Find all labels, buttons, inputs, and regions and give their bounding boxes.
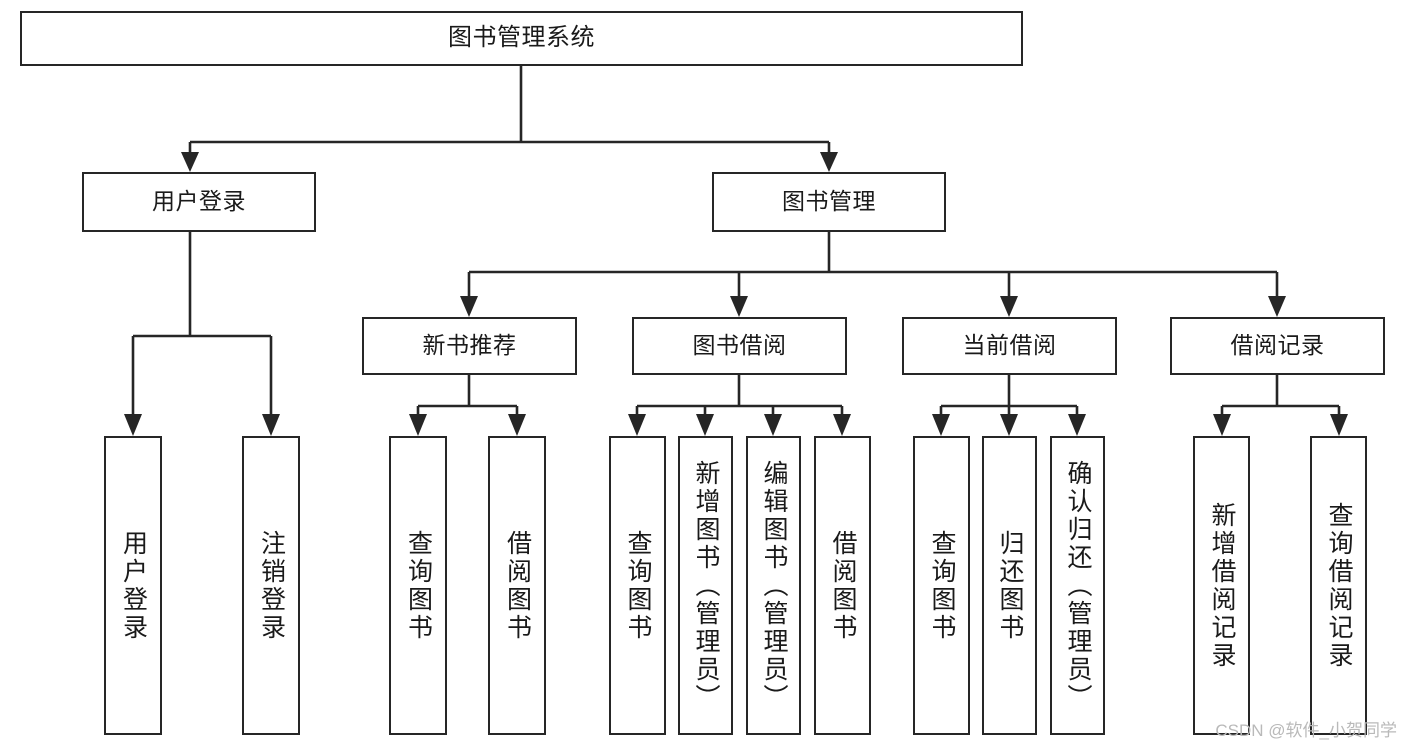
node-leaf-query-record[interactable]: 查询借阅记录 bbox=[1310, 436, 1367, 735]
node-leaf-query-record-label: 查询借阅记录 bbox=[1325, 501, 1353, 670]
node-book-borrow-label: 图书借阅 bbox=[692, 332, 787, 359]
node-leaf-user-login[interactable]: 用户登录 bbox=[104, 436, 162, 735]
node-leaf-query-book-3[interactable]: 查询图书 bbox=[913, 436, 970, 735]
node-new-book-rec[interactable]: 新书推荐 bbox=[362, 317, 577, 375]
node-leaf-return-book[interactable]: 归还图书 bbox=[982, 436, 1037, 735]
node-root-label: 图书管理系统 bbox=[448, 24, 595, 52]
node-leaf-query-book-1-label: 查询图书 bbox=[404, 529, 433, 642]
node-leaf-borrow-book-1-label: 借阅图书 bbox=[503, 529, 532, 642]
node-leaf-add-book[interactable]: 新增图书（管理员） bbox=[678, 436, 733, 735]
node-leaf-borrow-book-1[interactable]: 借阅图书 bbox=[488, 436, 546, 735]
node-leaf-edit-book[interactable]: 编辑图书（管理员） bbox=[746, 436, 801, 735]
node-leaf-add-record[interactable]: 新增借阅记录 bbox=[1193, 436, 1250, 735]
node-current-borrow[interactable]: 当前借阅 bbox=[902, 317, 1117, 375]
node-user-login-label: 用户登录 bbox=[152, 188, 246, 215]
node-leaf-query-book-2[interactable]: 查询图书 bbox=[609, 436, 666, 735]
node-root[interactable]: 图书管理系统 bbox=[20, 11, 1023, 66]
node-leaf-user-logout[interactable]: 注销登录 bbox=[242, 436, 300, 735]
node-current-borrow-label: 当前借阅 bbox=[962, 332, 1057, 359]
node-leaf-confirm-return[interactable]: 确认归还（管理员） bbox=[1050, 436, 1105, 735]
node-book-manage[interactable]: 图书管理 bbox=[712, 172, 946, 232]
node-leaf-borrow-book-2[interactable]: 借阅图书 bbox=[814, 436, 871, 735]
node-leaf-confirm-return-label: 确认归还（管理员） bbox=[1064, 459, 1092, 712]
node-leaf-user-login-label: 用户登录 bbox=[119, 529, 148, 642]
node-leaf-query-book-1[interactable]: 查询图书 bbox=[389, 436, 447, 735]
node-leaf-user-logout-label: 注销登录 bbox=[257, 529, 286, 642]
node-leaf-borrow-book-2-label: 借阅图书 bbox=[829, 529, 857, 642]
node-leaf-query-book-2-label: 查询图书 bbox=[624, 529, 652, 642]
node-leaf-add-book-label: 新增图书（管理员） bbox=[692, 459, 720, 712]
node-borrow-record-label: 借阅记录 bbox=[1230, 332, 1325, 359]
node-leaf-add-record-label: 新增借阅记录 bbox=[1208, 501, 1236, 670]
csdn-watermark: CSDN @软件_小贺同学 bbox=[1215, 721, 1397, 740]
node-new-book-rec-label: 新书推荐 bbox=[422, 332, 517, 359]
node-user-login[interactable]: 用户登录 bbox=[82, 172, 316, 232]
node-book-manage-label: 图书管理 bbox=[782, 188, 876, 215]
node-leaf-return-book-label: 归还图书 bbox=[996, 529, 1024, 642]
node-leaf-edit-book-label: 编辑图书（管理员） bbox=[760, 459, 788, 712]
node-borrow-record[interactable]: 借阅记录 bbox=[1170, 317, 1385, 375]
node-book-borrow[interactable]: 图书借阅 bbox=[632, 317, 847, 375]
node-leaf-query-book-3-label: 查询图书 bbox=[928, 529, 956, 642]
